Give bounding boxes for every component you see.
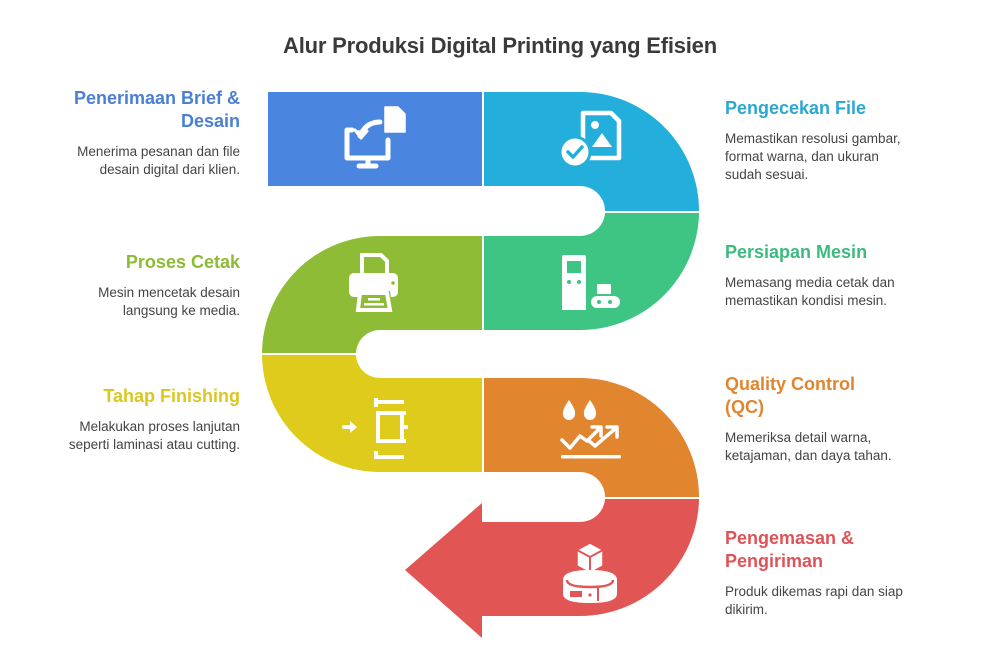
step-quality-control: Quality Control (QC) Memeriksa detail wa… [725, 373, 892, 465]
step-title: Proses Cetak [125, 252, 240, 272]
step-title: Pengemasan & Pengiriman [725, 528, 855, 571]
step-description: Menerima pesanan dan file desain digital… [77, 144, 240, 177]
step-title: Penerimaan Brief & Desain [73, 88, 240, 131]
step-pengemasan-pengiriman: Pengemasan & Pengiriman Produk dikemas r… [725, 527, 903, 619]
segment-persiapan-mesin [484, 213, 699, 330]
step-title: Pengecekan File [725, 98, 867, 118]
step-persiapan-mesin: Persiapan Mesin Memasang media cetak dan… [725, 241, 915, 310]
process-input-icon [342, 398, 408, 459]
step-title: Tahap Finishing [103, 386, 240, 406]
segment-pengecekan-file [484, 92, 699, 211]
step-description: Memasang media cetak dan memastikan kond… [725, 275, 895, 308]
segment-tahap-finishing [262, 355, 482, 473]
segment-penerimaan-brief [268, 92, 482, 186]
step-penerimaan-brief: Penerimaan Brief & Desain Menerima pesan… [50, 87, 240, 179]
step-proses-cetak: Proses Cetak Mesin mencetak desain langs… [50, 251, 240, 320]
monitor-file-download-icon [344, 106, 406, 169]
step-pengecekan-file: Pengecekan File Memastikan resolusi gamb… [725, 97, 915, 184]
step-description: Mesin mencetak desain langsung ke media. [98, 285, 240, 318]
machine-conveyor-icon [562, 255, 620, 310]
printer-icon [349, 253, 398, 312]
package-box-icon [563, 542, 617, 603]
page-title: Alur Produksi Digital Printing yang Efis… [283, 33, 717, 58]
step-description: Produk dikemas rapi dan siap dikirim. [725, 584, 903, 617]
step-title: Persiapan Mesin [725, 242, 868, 262]
step-description: Memastikan resolusi gambar, format warna… [725, 131, 901, 182]
step-tahap-finishing: Tahap Finishing Melakukan proses lanjuta… [50, 385, 240, 454]
step-description: Memeriksa detail warna, ketajaman, dan d… [725, 430, 892, 463]
image-file-check-icon [558, 110, 622, 169]
ink-drops-trend-check-icon [560, 400, 621, 459]
segment-pengemasan-pengiriman [405, 499, 699, 638]
step-title: Quality Control (QC) [725, 374, 855, 417]
step-description: Melakukan proses lanjutan seperti lamina… [68, 419, 240, 452]
